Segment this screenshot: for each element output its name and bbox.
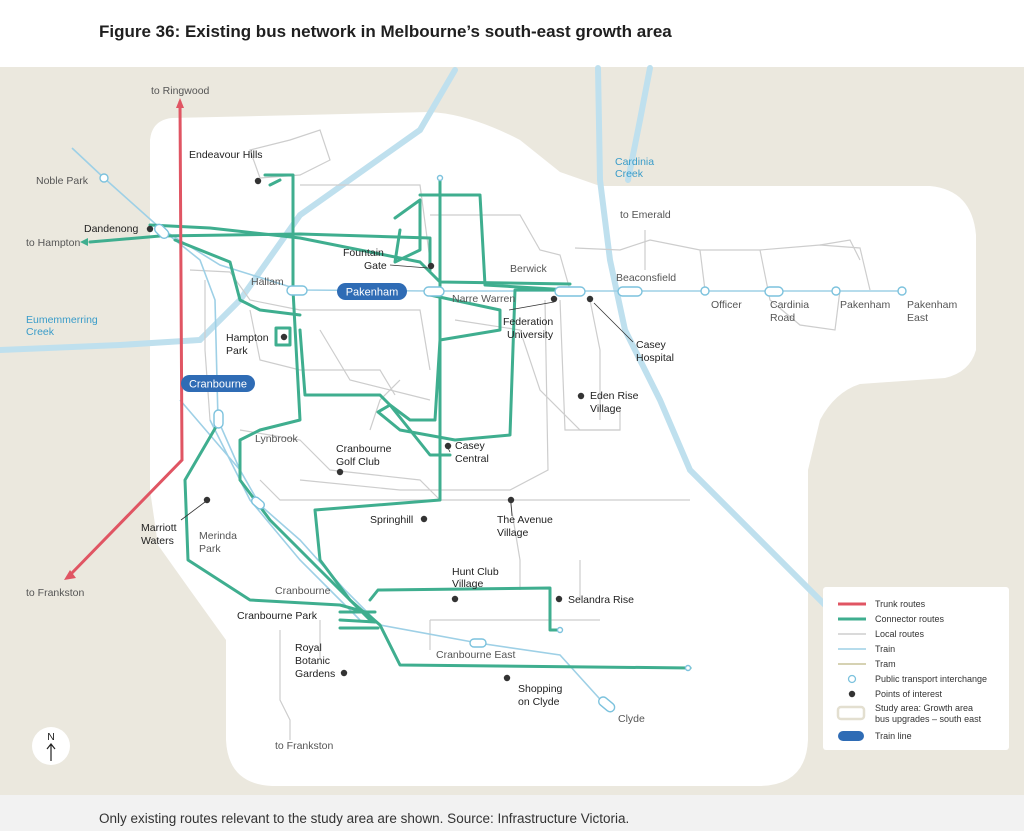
legend-train-line: Train line — [875, 731, 912, 741]
label-merinda-park: Park — [199, 543, 221, 555]
label-pakenham-east-2: East — [907, 312, 928, 324]
pill-cranbourne: Cranbourne — [181, 375, 255, 392]
label-university: University — [507, 329, 554, 341]
north-arrow-icon — [46, 743, 56, 761]
north-arrow: N — [32, 727, 70, 765]
figure-title: Figure 36: Existing bus network in Melbo… — [99, 22, 672, 41]
pill-pakenham-label: Pakenham — [346, 287, 399, 299]
creek-tributary — [625, 65, 653, 183]
label-hampton-park-2: Park — [226, 345, 248, 357]
label-eumemmerring-creek: Creek — [26, 326, 55, 338]
label-cardinia: Cardinia — [615, 156, 654, 168]
legend-tram: Tram — [875, 659, 896, 669]
label-eden-rise-2: Village — [590, 403, 621, 415]
label-cardinia-creek: Creek — [615, 168, 644, 180]
label-dandenong: Dandenong — [84, 223, 138, 235]
legend-connector: Connector routes — [875, 614, 945, 624]
label-to-frankston-west: to Frankston — [26, 587, 85, 599]
label-hunt-club-village: Village — [452, 578, 483, 590]
label-botanic: Botanic — [295, 655, 330, 667]
label-on-clyde: on Clyde — [518, 696, 560, 708]
north-arrow-label: N — [47, 731, 55, 743]
label-federation: Federation — [503, 316, 553, 328]
label-hampton-park-1: Hampton — [226, 332, 269, 344]
connector-routes — [88, 173, 692, 670]
legend-train-line-swatch — [838, 731, 864, 741]
label-casey-central-2: Central — [455, 453, 489, 465]
legend-interchange: Public transport interchange — [875, 674, 987, 684]
footer-bar — [0, 795, 1024, 831]
legend: Trunk routes Connector routes Local rout… — [823, 587, 1009, 750]
label-waters: Waters — [141, 535, 174, 547]
label-cardinia-road-1: Cardinia — [770, 299, 809, 311]
label-berwick: Berwick — [510, 263, 548, 275]
label-eumemmerring: Eumemmerring — [26, 314, 98, 326]
label-pakenham: Pakenham — [840, 299, 890, 311]
label-clyde: Clyde — [618, 713, 645, 725]
label-to-hampton: to Hampton — [26, 237, 80, 249]
label-cranbourne: Cranbourne — [275, 585, 331, 597]
legend-study-1: Study area: Growth area — [875, 703, 973, 713]
label-selandra-rise: Selandra Rise — [568, 594, 634, 606]
pill-pakenham: Pakenham — [337, 283, 407, 300]
interchanges — [99, 173, 907, 713]
label-noble-park: Noble Park — [36, 175, 89, 187]
leader-lines — [180, 264, 634, 521]
legend-poi-icon — [848, 690, 856, 698]
legend-study-swatch — [836, 705, 866, 721]
label-marriott: Marriott — [141, 522, 177, 534]
connector-arrow-west — [80, 238, 88, 246]
points-of-interest — [146, 177, 594, 682]
label-merinda: Merinda — [199, 530, 237, 542]
label-cranbourne-golf-1: Cranbourne — [336, 443, 392, 455]
pill-cranbourne-label: Cranbourne — [189, 379, 247, 391]
train-frankston-line — [209, 419, 361, 621]
label-hallam: Hallam — [251, 276, 284, 288]
label-cranbourne-golf-2: Golf Club — [336, 456, 380, 468]
label-cranbourne-park: Cranbourne Park — [237, 610, 318, 622]
label-cranbourne-east: Cranbourne East — [436, 649, 515, 661]
trunk-arrow-north — [176, 98, 184, 108]
label-to-ringwood: to Ringwood — [151, 85, 210, 97]
label-casey-hospital-2: Hospital — [636, 352, 674, 364]
label-gate: Gate — [364, 260, 387, 272]
label-shopping: Shopping — [518, 683, 563, 695]
legend-poi: Points of interest — [875, 689, 943, 699]
legend-trunk: Trunk routes — [875, 599, 926, 609]
label-avenue-village: Village — [497, 527, 528, 539]
label-officer: Officer — [711, 299, 742, 311]
label-eden-rise-1: Eden Rise — [590, 390, 639, 402]
label-cardinia-road-2: Road — [770, 312, 795, 324]
train-cranbourne-line — [159, 227, 609, 709]
figure-caption: Only existing routes relevant to the stu… — [99, 811, 630, 826]
label-fountain: Fountain — [343, 247, 384, 259]
legend-study-2: bus upgrades – south east — [875, 714, 982, 724]
label-casey-central-1: Casey — [455, 440, 486, 452]
label-to-emerald: to Emerald — [620, 209, 671, 221]
label-beaconsfield: Beaconsfield — [616, 272, 676, 284]
label-gardens: Gardens — [295, 668, 335, 680]
label-royal: Royal — [295, 642, 322, 654]
trunk-routes — [68, 100, 184, 577]
trunk-arrow-south — [64, 570, 76, 580]
label-pakenham-east-1: Pakenham — [907, 299, 957, 311]
legend-interchange-icon — [847, 674, 857, 684]
label-the-avenue: The Avenue — [497, 514, 553, 526]
label-endeavour-hills: Endeavour Hills — [189, 149, 263, 161]
trunk-ringwood-frankston — [68, 100, 184, 577]
label-springhill: Springhill — [370, 514, 413, 526]
label-lynbrook: Lynbrook — [255, 433, 299, 445]
local-routes — [189, 129, 871, 740]
legend-train: Train — [875, 644, 895, 654]
label-hunt-club: Hunt Club — [452, 566, 499, 578]
bus-network-map: Pakenham Cranbourne to Ringwood Endeavou… — [0, 65, 1024, 795]
legend-local: Local routes — [875, 629, 925, 639]
label-narre-warren: Narre Warren — [452, 293, 515, 305]
label-to-frankston-south: to Frankston — [275, 740, 334, 752]
label-casey-hospital-1: Casey — [636, 339, 667, 351]
